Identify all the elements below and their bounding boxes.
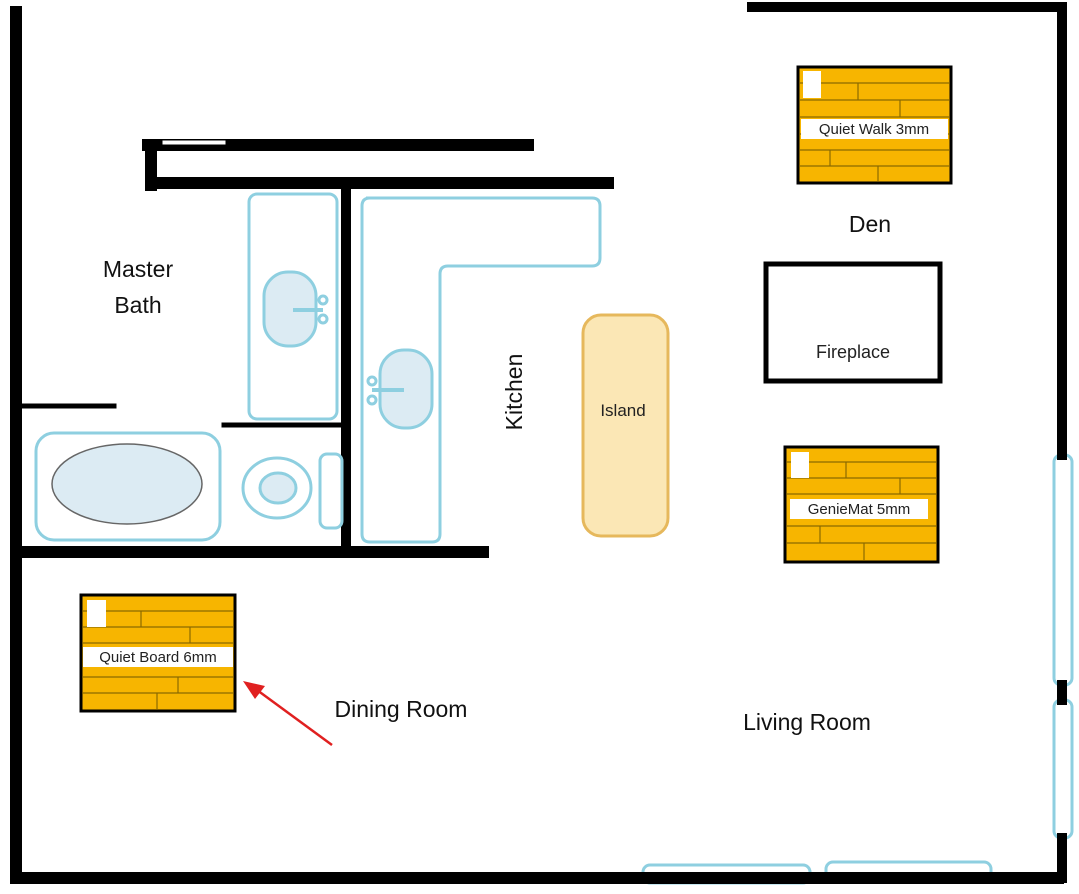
bathtub-basin — [51, 443, 203, 525]
vanity-knob-1 — [317, 294, 329, 306]
floor-sample-den-label-bg — [801, 119, 948, 139]
floor-sample-dining-label: Quiet Board 6mm — [99, 649, 217, 666]
kitchen-knob-2 — [366, 394, 378, 406]
floor-sample-den-tab — [803, 71, 821, 98]
island-label: Island — [600, 401, 645, 420]
room-label-master-line2: Bath — [114, 292, 161, 318]
fireplace-label: Fireplace — [816, 342, 890, 362]
toilet-tank — [318, 452, 344, 530]
room-label-kitchen: Kitchen — [501, 354, 527, 431]
floor-sample-living: GenieMat 5mm — [783, 445, 940, 564]
floor-sample-dining: Quiet Board 6mm — [79, 593, 237, 713]
floor-sample-den: Quiet Walk 3mm — [796, 65, 953, 185]
floor-sample-living-tab — [791, 452, 809, 478]
room-label-living: Living Room — [743, 709, 871, 735]
bath-fixtures — [34, 192, 344, 542]
floor-sample-dining-tab — [87, 600, 106, 627]
kitchen-knob-1 — [366, 375, 378, 387]
vanity-knob-2 — [317, 313, 329, 325]
fireplace-box — [763, 261, 943, 384]
room-label-dining: Dining Room — [335, 696, 468, 722]
kitchen-island — [581, 313, 670, 538]
floor-sample-living-label-bg — [790, 499, 928, 519]
floor-sample-den-label: Quiet Walk 3mm — [819, 121, 929, 138]
window-right-lower — [1052, 698, 1074, 840]
kitchen-counter — [360, 196, 602, 544]
toilet-seat — [258, 471, 298, 505]
kitchen-counter-outline — [360, 196, 602, 544]
window-right-upper — [1052, 453, 1074, 687]
floor-sample-living-label: GenieMat 5mm — [808, 501, 911, 518]
room-label-den: Den — [849, 211, 891, 237]
closet-door — [161, 139, 227, 146]
pointer-arrow — [243, 681, 333, 747]
floor-sample-dining-label-bg — [83, 647, 233, 667]
room-label-master-line1: Master — [103, 256, 174, 282]
